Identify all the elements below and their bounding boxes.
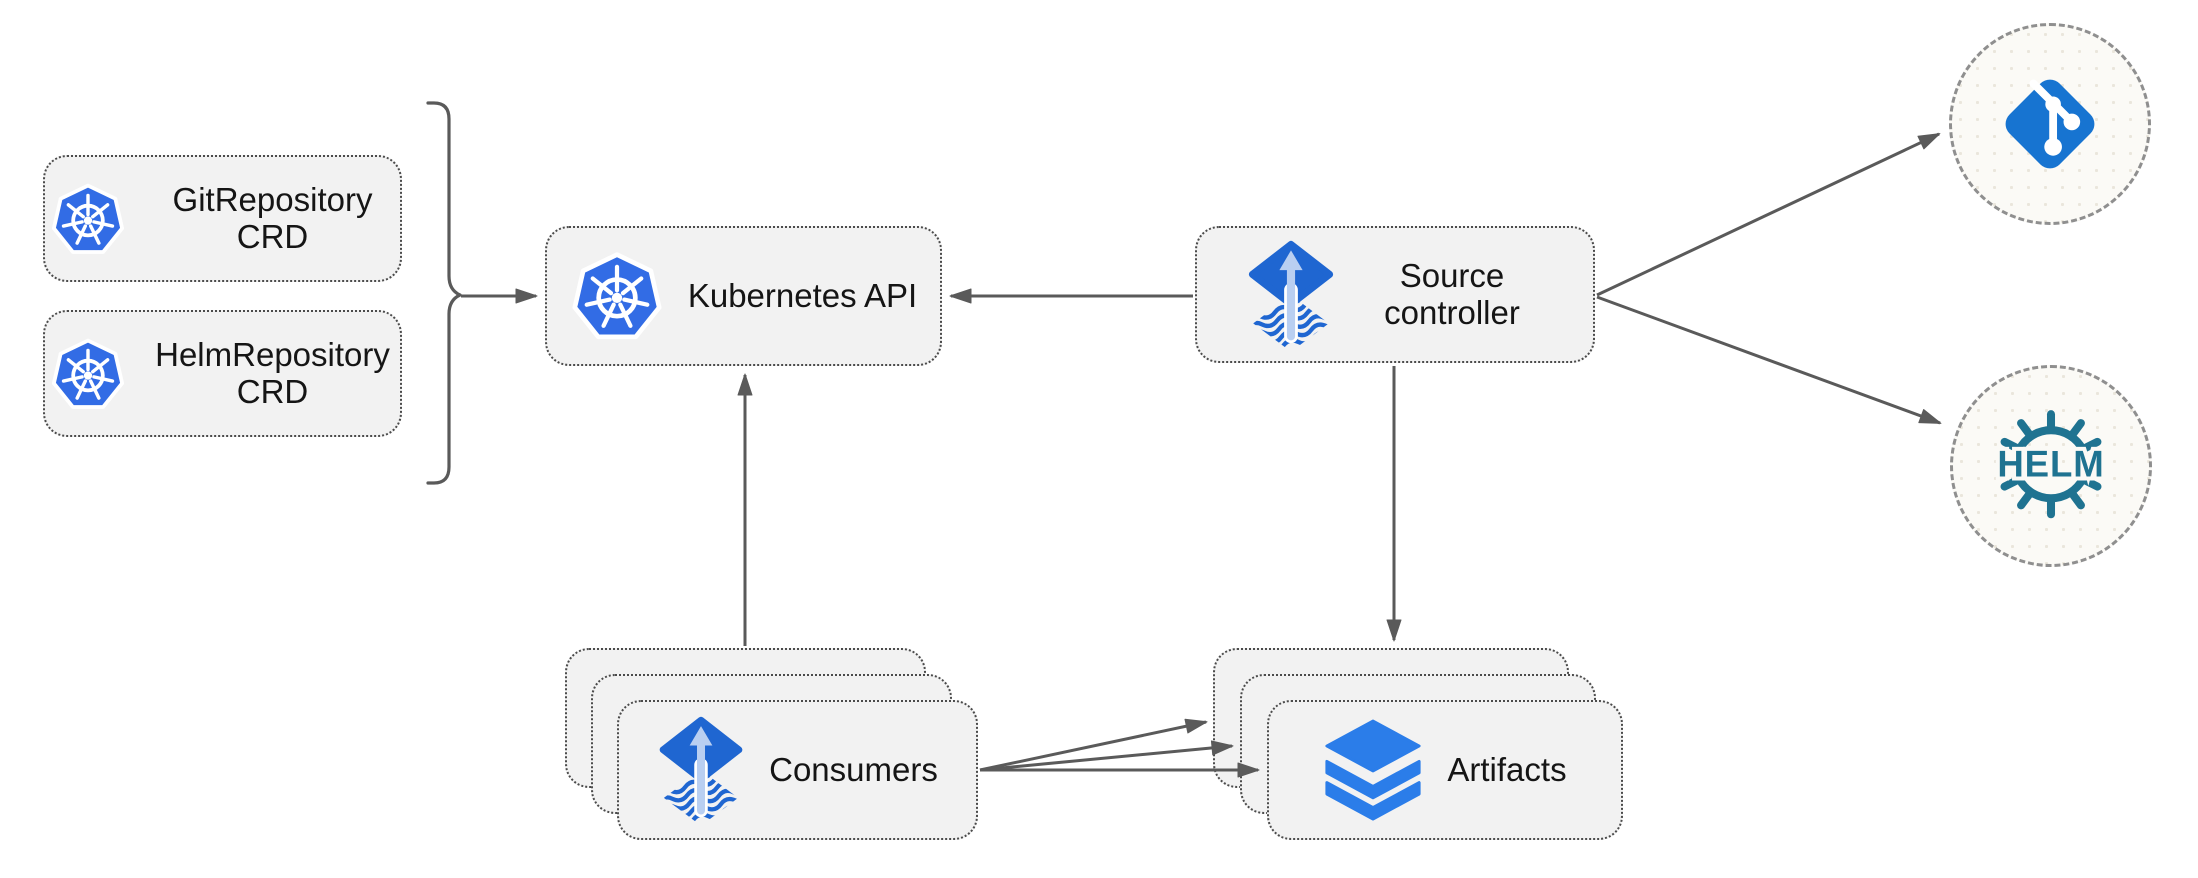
kubernetes-icon (572, 252, 662, 340)
kubernetes-icon (51, 183, 125, 254)
git-icon (2005, 79, 2095, 169)
helm-logo-text: HELM (1997, 444, 2104, 485)
edge-source-controller-to-git-remote (1596, 132, 1941, 297)
edge-source-controller-to-helm-remote (1596, 295, 1942, 425)
node-helm-repository-crd: HelmRepository CRD (43, 310, 402, 437)
flux-source-icon (1248, 240, 1333, 350)
node-label: Source controller (1384, 256, 1520, 331)
node-kubernetes-api: Kubernetes API (545, 226, 942, 366)
node-label: Consumers (769, 750, 938, 788)
brace-crds (426, 101, 462, 485)
helm-icon: HELM (1993, 410, 2108, 519)
edge-consumers-to-artifacts-2 (979, 740, 1234, 772)
node-label: HelmRepository CRD (155, 335, 390, 410)
kubernetes-icon (51, 338, 125, 409)
node-git-remote (1949, 23, 2151, 225)
node-artifacts: Artifacts (1267, 700, 1623, 840)
flux-source-icon (659, 716, 743, 824)
node-label: GitRepository CRD (172, 180, 373, 255)
node-source-controller: Source controller (1195, 226, 1595, 363)
edge-consumers-to-artifacts-1 (979, 718, 1208, 772)
node-helm-remote: HELM (1950, 365, 2152, 567)
node-git-repository-crd: GitRepository CRD (43, 155, 402, 282)
node-label: Kubernetes API (687, 276, 918, 314)
node-consumers: Consumers (617, 700, 978, 840)
layers-icon (1325, 719, 1421, 820)
node-label: Artifacts (1447, 750, 1567, 788)
